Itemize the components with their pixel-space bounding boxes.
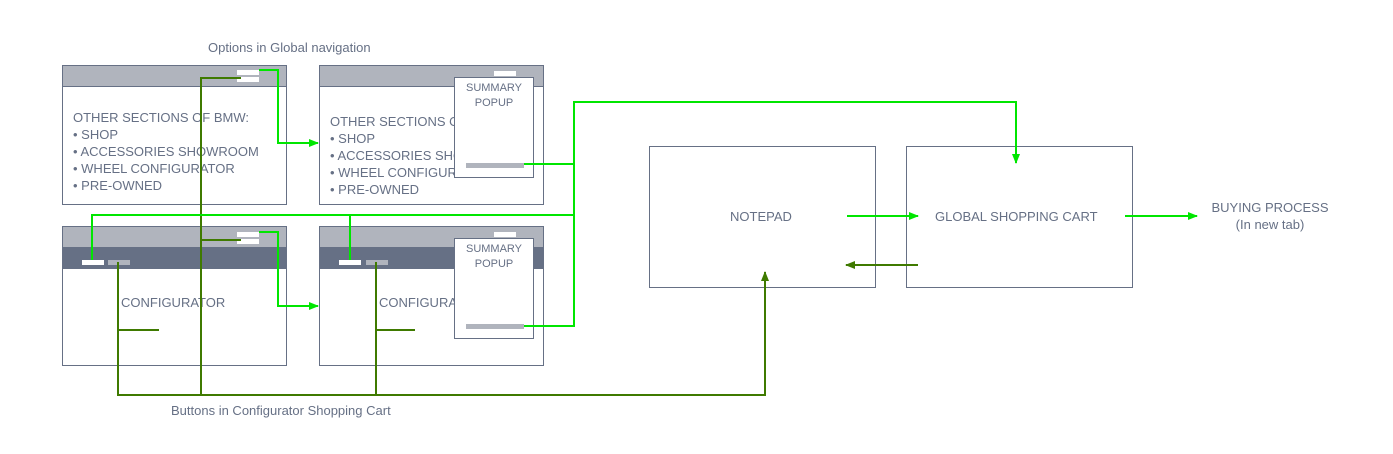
section-item: • SHOP [73,127,119,142]
section-item: • PRE-OWNED [330,182,420,197]
popup-title: POPUP [474,97,514,109]
configurator-frame: CONFIGURATOR [62,226,287,366]
sections-list: OTHER SECTIONS OF BMW: • SHOP • ACCESSOR… [73,109,259,194]
sections-title: OTHER SECTIONS OF BMW: [73,110,249,125]
buying-process-sub: (In new tab) [1235,217,1305,232]
nav-option-button[interactable] [494,232,516,237]
configurator-cart-buttons-label: Buttons in Configurator Shopping Cart [171,403,391,418]
cart-button[interactable] [82,260,104,265]
section-item: • WHEEL CONFIGURATOR [73,161,235,176]
nav-option-button[interactable] [237,77,259,82]
green-connector [259,69,319,147]
notepad-label: NOTEPAD [730,209,792,224]
popup-title: SUMMARY [465,243,523,255]
popup-title: POPUP [474,258,514,270]
popup-cart-button[interactable] [466,324,524,329]
global-cart-label: GLOBAL SHOPPING CART [935,209,1098,224]
summary-popup: SUMMARY POPUP [454,238,534,339]
global-nav-header [63,66,286,87]
buying-process-label: BUYING PROCESS (In new tab) [1210,200,1330,232]
dark-connector [200,77,241,395]
section-item: • WHEEL CONFIGURATOR [330,165,492,180]
summary-popup: SUMMARY POPUP [454,77,534,178]
nav-option-button[interactable] [237,232,259,237]
sections-page-frame: OTHER SECTIONS OF BMW: • SHOP • ACCESSOR… [62,65,287,205]
global-navigation-label: Options in Global navigation [208,40,371,55]
popup-title: SUMMARY [465,82,523,94]
green-connector [524,101,1020,327]
section-item: • PRE-OWNED [73,178,163,193]
cart-button[interactable] [339,260,361,265]
nav-option-button[interactable] [237,239,259,244]
nav-option-button[interactable] [237,70,259,75]
configurator-label: CONFIGURATOR [121,295,226,310]
section-item: • ACCESSORIES SHOWROOM [73,144,259,159]
dark-connector [117,262,769,396]
nav-option-button[interactable] [494,71,516,76]
section-item: • SHOP [330,131,376,146]
green-connector [259,231,319,310]
popup-cart-button[interactable] [466,163,524,168]
green-connector [91,214,574,260]
buying-process-title: BUYING PROCESS [1211,200,1329,215]
